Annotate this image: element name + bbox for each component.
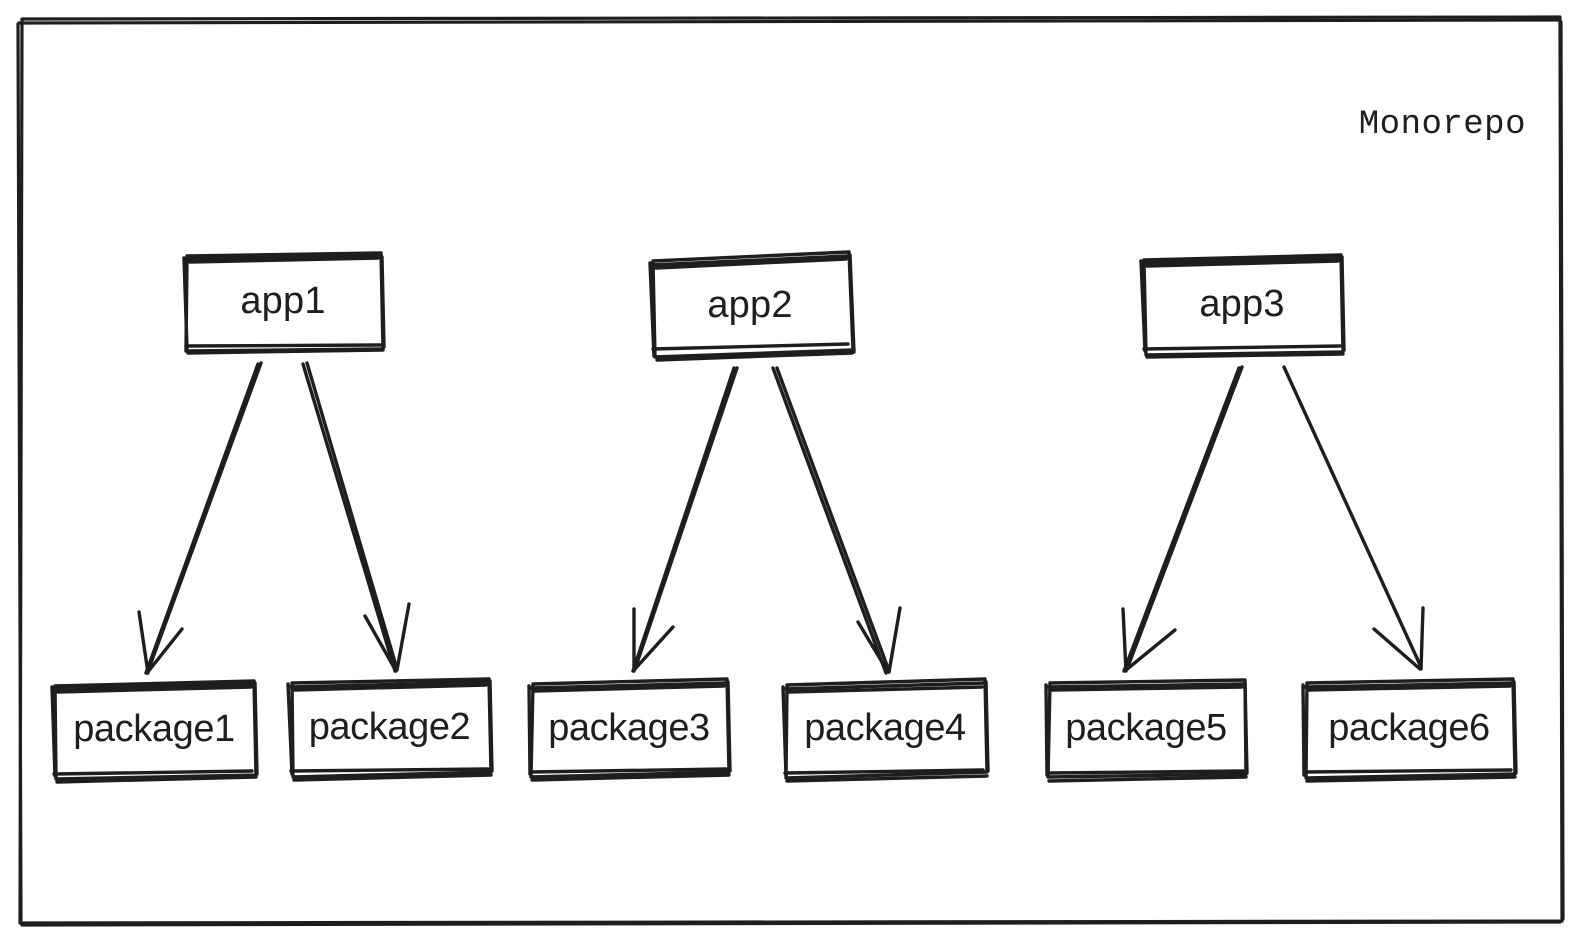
node-app1-shape[interactable]: [182, 251, 386, 355]
edge-app2-package4[interactable]: [771, 366, 902, 675]
edge-app1-package2[interactable]: [301, 361, 411, 673]
node-package2-shape[interactable]: [286, 677, 494, 782]
node-app3-shape[interactable]: [1139, 253, 1346, 359]
monorepo-frame[interactable]: [16, 15, 1565, 927]
node-package3-shape[interactable]: [527, 677, 732, 782]
edge-app1-package1[interactable]: [137, 361, 263, 675]
edge-app3-package5[interactable]: [1121, 365, 1244, 673]
node-package6-shape[interactable]: [1301, 677, 1518, 783]
node-package1-shape[interactable]: [50, 679, 259, 784]
node-package5-shape[interactable]: [1044, 678, 1249, 783]
node-package4-shape[interactable]: [781, 677, 990, 783]
edge-app3-package6[interactable]: [1282, 365, 1425, 671]
node-app2-shape[interactable]: [648, 250, 856, 362]
frame-title: Monorepo: [1358, 106, 1526, 144]
edge-app2-package3[interactable]: [631, 366, 739, 673]
